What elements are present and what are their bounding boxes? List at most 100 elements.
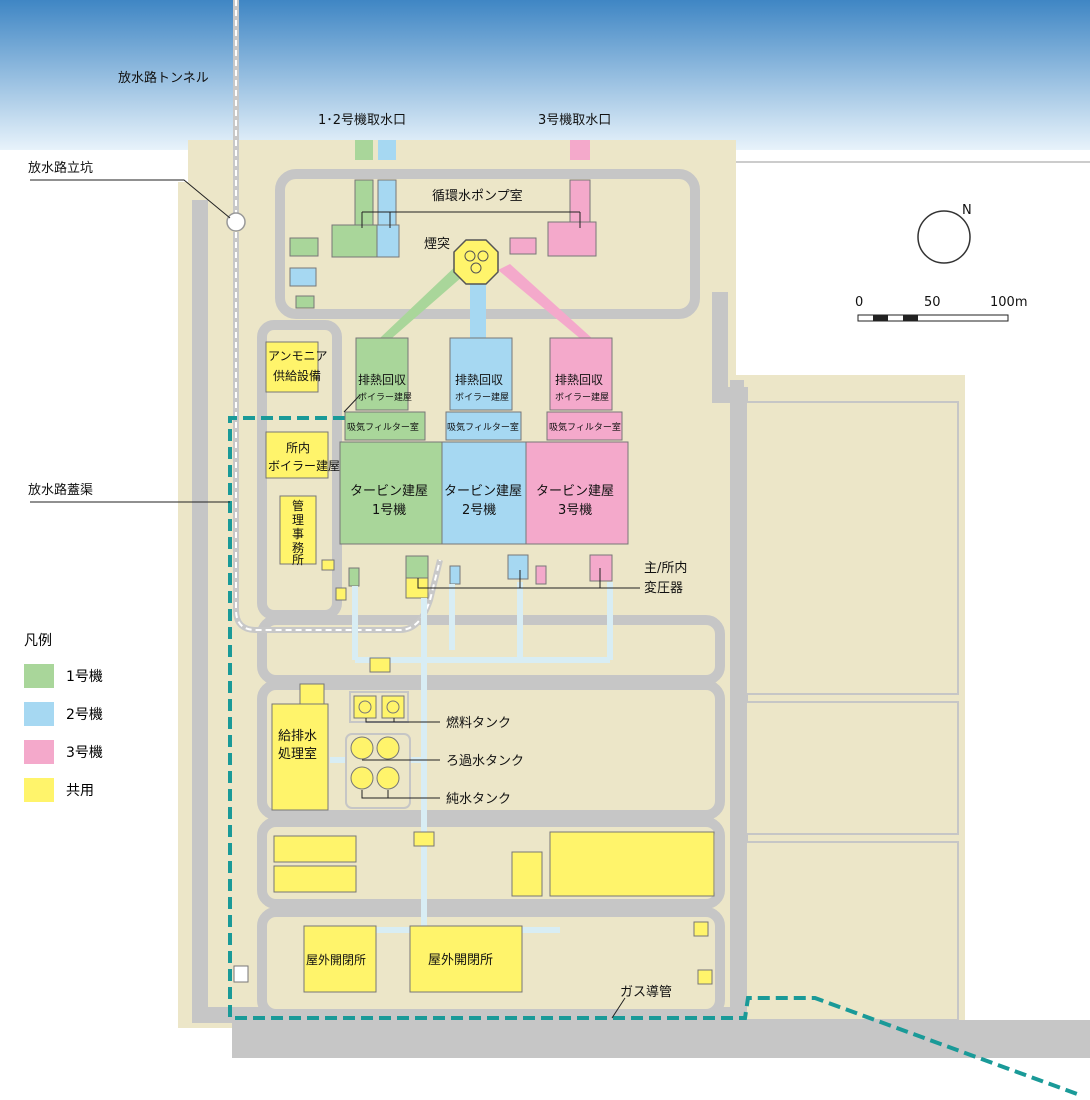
hrsg-3-label-1: 排熱回収 <box>555 373 603 387</box>
intake-3-label: 3号機取水口 <box>538 113 611 128</box>
outfall-shaft-label: 放水路立坑 <box>28 160 93 176</box>
gas-pipe-label: ガス導管 <box>620 985 672 1000</box>
south-bldg-1 <box>273 835 357 863</box>
transformer-label-2: 変圧器 <box>644 580 683 596</box>
south-bldg-5 <box>549 831 715 897</box>
house-boiler-building <box>265 431 329 479</box>
ammonia-label-2: 供給設備 <box>273 368 321 383</box>
transformer-unit3 <box>535 565 547 585</box>
intake-3 <box>570 140 590 160</box>
sea <box>0 0 1090 150</box>
east-lot-2 <box>745 701 959 835</box>
filtered-water-tank-b <box>376 736 400 760</box>
leader-lines <box>30 179 640 1019</box>
legend-label-unit1: 1号機 <box>66 669 103 685</box>
turbine-2-label-1: タービン建屋 <box>444 484 522 499</box>
transformer-unit2 <box>449 565 461 585</box>
switchyard-1-label: 屋外開閉所 <box>306 953 366 967</box>
gas-station-box <box>697 969 713 985</box>
switchyard-2 <box>409 925 523 993</box>
stack-flue-b <box>477 250 489 262</box>
pure-water-tank-b <box>376 766 400 790</box>
scale-tick-0: 0 <box>855 295 863 310</box>
turbine-3-label-1: タービン建屋 <box>536 484 614 499</box>
turbine-2-label-2: 2号機 <box>462 503 496 518</box>
outfall-conduit-dash <box>235 232 441 631</box>
intake-channel-unit1 <box>354 179 374 231</box>
turbine-1-label-1: タービン建屋 <box>350 484 428 499</box>
stack <box>453 239 499 285</box>
legend-item: 共用 <box>24 778 144 802</box>
legend-label-unit2: 2号機 <box>66 707 103 723</box>
stack-label: 煙突 <box>424 236 450 252</box>
transformer-unit2-main <box>507 554 529 580</box>
small-common-1 <box>321 559 335 571</box>
legend-swatch-unit2 <box>24 702 54 726</box>
south-bldg-4 <box>511 851 543 897</box>
outfall-shaft <box>226 212 246 232</box>
hrsg-2-label-2: ボイラー建屋 <box>455 391 509 403</box>
fuel-tank-b-dome <box>386 700 400 714</box>
filter-2-label: 吸気フィルター室 <box>447 421 519 433</box>
ammonia-label-1: アンモニア <box>268 349 328 363</box>
south-road <box>232 1020 1090 1058</box>
filter-3-label: 吸気フィルター室 <box>549 421 621 433</box>
hrsg-1-label-2: ボイラー建屋 <box>358 391 412 403</box>
filter-room-unit3 <box>546 411 623 441</box>
turbine-1-label-2: 1号機 <box>372 503 406 518</box>
turbine-3-label-2: 3号機 <box>558 503 592 518</box>
fuel-tank-a-dome <box>358 700 372 714</box>
intake-channel-unit2 <box>377 179 397 231</box>
legend-item: 3号機 <box>24 740 144 764</box>
turbine-building-unit3 <box>525 441 629 545</box>
ammonia-facility <box>265 341 319 393</box>
water-treatment-label-2: 処理室 <box>278 746 317 762</box>
legend-swatch-unit1 <box>24 664 54 688</box>
intake-12-label: 1･2号機取水口 <box>318 113 406 128</box>
transformer-unit3-main <box>589 554 613 582</box>
house-boiler-label-1: 所内 <box>286 441 310 455</box>
aux-box-3 <box>295 295 315 309</box>
legend-swatch-unit3 <box>24 740 54 764</box>
hrsg-unit3 <box>549 337 613 411</box>
compass-north-label: N <box>962 203 972 218</box>
scale-tick-100: 100m <box>990 295 1027 310</box>
turbine-building-unit1 <box>339 441 443 545</box>
admin-char-2: 理 <box>292 513 304 527</box>
east-road <box>730 380 744 1020</box>
pure-water-tank-label: 純水タンク <box>446 792 511 807</box>
hrsg-1-label-1: 排熱回収 <box>358 373 406 387</box>
legend: 凡例 1号機 2号機 3号機 共用 <box>24 630 144 816</box>
admin-char-4: 務 <box>292 541 304 555</box>
turbine-building-unit2 <box>441 441 527 545</box>
scale-tick-50: 50 <box>924 295 941 310</box>
compass-ring <box>917 210 971 264</box>
hrsg-2-label-1: 排熱回収 <box>455 373 503 387</box>
west-small-box <box>233 965 249 983</box>
hrsg-3-label-2: ボイラー建屋 <box>555 391 609 403</box>
pump-room-unit3 <box>547 221 597 257</box>
admin-char-3: 事 <box>292 527 304 541</box>
legend-title: 凡例 <box>24 633 52 649</box>
compass: N <box>917 203 972 264</box>
aux-box-1 <box>289 237 319 257</box>
circ-pump-label: 循環水ポンプ室 <box>432 188 523 204</box>
small-common-3 <box>369 657 391 673</box>
intake-12-unit2 <box>378 140 396 160</box>
duct-unit1 <box>380 262 470 338</box>
hrsg-unit1 <box>355 337 409 411</box>
aux-box-2 <box>289 267 317 287</box>
fuel-tank-label: 燃料タンク <box>446 715 511 731</box>
intake-12-unit1 <box>355 140 373 160</box>
pump-room-unit1 <box>331 224 378 258</box>
stack-flue-a <box>464 250 476 262</box>
admin-char-1: 管 <box>292 498 304 513</box>
filter-room-unit2 <box>445 411 522 441</box>
hrsg-unit2 <box>449 337 513 411</box>
switchyard-2-label: 屋外開閉所 <box>428 953 493 968</box>
small-common-2 <box>335 587 347 601</box>
admin-label: 管 理 事 務 所 <box>292 498 304 567</box>
aux-box-4 <box>509 237 537 255</box>
duct-unit3 <box>498 264 594 340</box>
